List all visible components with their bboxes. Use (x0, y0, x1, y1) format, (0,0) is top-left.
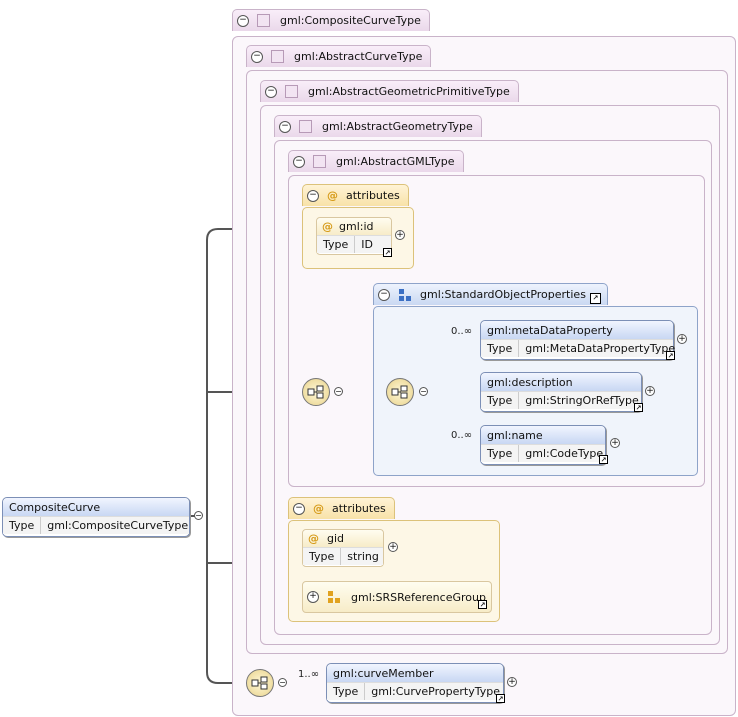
collapse-icon[interactable]: − (279, 120, 291, 133)
attribute-icon: @ (327, 189, 338, 202)
complex-type-icon (285, 85, 298, 98)
attributes-tab[interactable]: − @ attributes (302, 184, 409, 206)
element-name: gml:metaDataProperty (487, 323, 613, 337)
external-link-icon[interactable]: ↗ (634, 403, 643, 412)
collapse-icon[interactable]: − (293, 502, 305, 515)
complex-type-icon (313, 155, 326, 168)
element-name: gml:name (487, 428, 543, 442)
type-value: gml:MetaDataPropertyType (525, 342, 676, 355)
external-link-icon[interactable]: ↗ (383, 248, 392, 257)
expand-icon[interactable]: + (677, 334, 687, 344)
expand-icon[interactable]: + (395, 230, 405, 240)
expand-icon[interactable]: + (645, 386, 655, 396)
type-key: Type (481, 445, 520, 462)
abstract-geometric-primitive-type-tab[interactable]: − gml:AbstractGeometricPrimitiveType (260, 80, 519, 102)
complex-type-icon (271, 50, 284, 63)
root-element-composite-curve[interactable]: CompositeCurve Type gml:CompositeCurveTyp… (2, 497, 190, 537)
attribute-icon: @ (322, 220, 333, 233)
element-name: gml:description (487, 375, 573, 389)
standard-object-properties-tab[interactable]: − gml:StandardObjectProperties ↗ (373, 283, 608, 305)
type-key: Type (317, 236, 356, 253)
collapse-icon[interactable]: − (307, 189, 319, 202)
complex-type-icon (299, 120, 312, 133)
collapse-icon[interactable]: − (194, 511, 203, 520)
expand-icon[interactable]: + (610, 438, 620, 448)
expand-icon[interactable]: + (388, 542, 398, 552)
collapse-icon[interactable]: − (237, 14, 249, 27)
type-key: Type (481, 392, 520, 409)
collapse-icon[interactable]: − (419, 387, 428, 396)
attribute-group-icon (328, 591, 340, 603)
attribute-gid[interactable]: @ gid Type string (302, 529, 384, 567)
collapse-icon[interactable]: − (293, 155, 305, 168)
type-value: string (347, 550, 379, 563)
sequence-glyph-icon (251, 676, 268, 690)
attribute-name: gid (327, 532, 345, 545)
sequence-compositor-icon[interactable] (386, 378, 414, 406)
attributes-tab[interactable]: − @ attributes (288, 497, 395, 519)
type-label: gml:AbstractGeometricPrimitiveType (308, 85, 510, 98)
group-icon (399, 288, 411, 301)
type-label: gml:CompositeCurveType (280, 14, 421, 27)
type-key: Type (481, 340, 520, 357)
sequence-compositor-icon[interactable] (302, 378, 330, 406)
element-name: CompositeCurve (9, 500, 101, 514)
type-value: ID (361, 238, 373, 251)
external-link-icon[interactable]: ↗ (478, 600, 487, 609)
element-name-code[interactable]: gml:name Type gml:CodeType (480, 425, 606, 465)
sequence-compositor-icon[interactable] (246, 669, 274, 697)
cardinality-label: 0..∞ (451, 430, 473, 441)
collapse-icon[interactable]: − (265, 85, 277, 98)
complex-type-icon (257, 14, 270, 27)
type-value: gml:CompositeCurveType (47, 519, 189, 532)
attributes-label: attributes (332, 502, 386, 515)
srs-reference-group[interactable]: + gml:SRSReferenceGroup (302, 581, 492, 613)
sequence-glyph-icon (391, 385, 408, 399)
external-link-icon[interactable]: ↗ (496, 694, 505, 703)
element-metadata-property[interactable]: gml:metaDataProperty Type gml:MetaDataPro… (480, 320, 675, 360)
abstract-geometry-type-tab[interactable]: − gml:AbstractGeometryType (274, 115, 482, 137)
expand-icon[interactable]: + (507, 677, 517, 687)
type-value: gml:CurvePropertyType (371, 685, 500, 698)
attribute-gml-id[interactable]: @ gml:id Type ID (316, 217, 392, 255)
external-link-icon[interactable]: ↗ (599, 455, 608, 464)
cardinality-label: 0..∞ (451, 326, 473, 337)
sequence-glyph-icon (307, 385, 324, 399)
composite-curve-type-tab[interactable]: − gml:CompositeCurveType (232, 9, 430, 31)
type-value: gml:CodeType (525, 447, 604, 460)
external-link-icon[interactable]: ↗ (666, 351, 675, 360)
abstract-curve-type-tab[interactable]: − gml:AbstractCurveType (246, 45, 432, 67)
type-label: gml:AbstractGMLType (336, 155, 455, 168)
collapse-icon[interactable]: − (378, 288, 390, 301)
type-key: Type (3, 517, 42, 534)
collapse-icon[interactable]: − (334, 387, 343, 396)
attribute-icon: @ (313, 502, 324, 515)
attribute-name: gml:id (339, 220, 374, 233)
attribute-icon: @ (308, 532, 319, 545)
group-label: gml:StandardObjectProperties (420, 288, 586, 301)
type-key: Type (327, 683, 366, 700)
type-key: Type (303, 548, 342, 565)
attributes-label: attributes (346, 189, 400, 202)
element-curve-member[interactable]: gml:curveMember Type gml:CurvePropertyTyp… (326, 663, 504, 703)
element-description[interactable]: gml:description Type gml:StringOrRefType (480, 372, 642, 412)
external-link-icon[interactable]: ↗ (589, 293, 601, 304)
abstract-gml-type-tab[interactable]: − gml:AbstractGMLType (288, 150, 464, 172)
type-label: gml:AbstractGeometryType (322, 120, 473, 133)
type-value: gml:StringOrRefType (525, 394, 639, 407)
collapse-icon[interactable]: − (251, 50, 263, 63)
attribute-group-label: gml:SRSReferenceGroup (351, 590, 486, 604)
expand-icon[interactable]: + (307, 591, 319, 603)
element-name: gml:curveMember (333, 666, 434, 680)
cardinality-label: 1..∞ (298, 669, 320, 680)
collapse-icon[interactable]: − (278, 678, 287, 687)
type-label: gml:AbstractCurveType (294, 50, 423, 63)
